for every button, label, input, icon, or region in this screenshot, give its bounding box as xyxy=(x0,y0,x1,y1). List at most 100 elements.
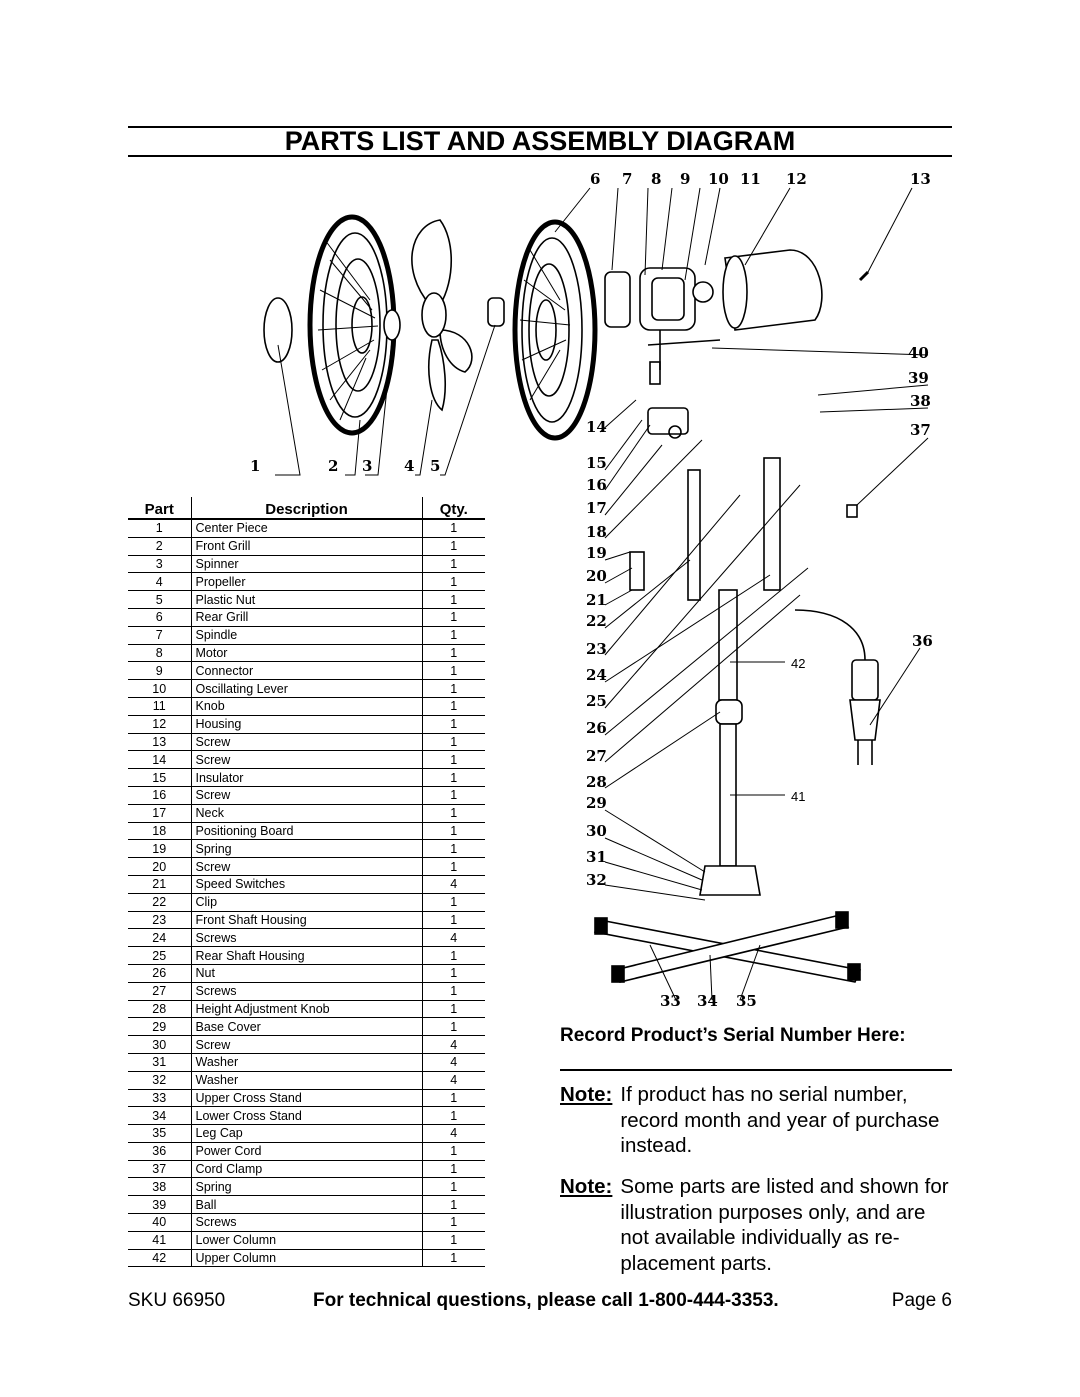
part-number-cell: 9 xyxy=(128,661,191,681)
description-cell: Spinner xyxy=(190,555,422,574)
callout-label: 25 xyxy=(586,692,607,710)
column-header-qty: Qty. xyxy=(421,497,485,520)
callout-label: 1 xyxy=(250,457,260,475)
callout-label: 29 xyxy=(586,794,607,812)
qty-cell: 1 xyxy=(421,768,485,787)
note-label: Note: xyxy=(560,1175,613,1198)
qty-cell: 1 xyxy=(421,1089,485,1108)
description-cell: Connector xyxy=(190,661,422,681)
propeller-drawing xyxy=(411,219,473,412)
qty-cell: 4 xyxy=(421,1071,485,1090)
description-cell: Lower Column xyxy=(190,1231,422,1250)
callout-label: 15 xyxy=(586,454,607,472)
qty-cell: 1 xyxy=(421,626,485,645)
qty-cell: 1 xyxy=(421,555,485,574)
description-cell: Screw xyxy=(190,857,422,876)
callout-label: 8 xyxy=(651,170,661,188)
part-number-cell: 32 xyxy=(128,1071,191,1090)
description-cell: Screws xyxy=(190,928,422,948)
callout-label: 33 xyxy=(660,992,681,1010)
plastic-nut-drawing xyxy=(487,297,505,327)
qty-cell: 1 xyxy=(421,822,485,841)
description-cell: Ball xyxy=(190,1195,422,1215)
description-cell: Nut xyxy=(190,964,422,983)
part-number-cell: 4 xyxy=(128,572,191,592)
description-cell: Speed Switches xyxy=(190,875,422,894)
qty-cell: 1 xyxy=(421,572,485,592)
callout-label: 39 xyxy=(908,369,929,387)
callout-label: 14 xyxy=(586,418,607,436)
part-number-cell: 25 xyxy=(128,946,191,965)
column-header-description: Description xyxy=(190,497,422,520)
part-number-cell: 40 xyxy=(128,1213,191,1232)
title-rule-bottom xyxy=(128,155,952,157)
qty-cell: 1 xyxy=(421,1213,485,1232)
description-cell: Plastic Nut xyxy=(190,590,422,609)
center-piece-drawing xyxy=(263,297,293,363)
cross-stand-drawing xyxy=(593,911,862,983)
callout-label: 17 xyxy=(586,499,607,517)
part-number-cell: 8 xyxy=(128,644,191,663)
footer-sku: SKU 66950 xyxy=(128,1290,226,1311)
front-grill-drawing xyxy=(307,214,397,436)
callout-label: 22 xyxy=(586,612,607,630)
description-cell: Screws xyxy=(190,982,422,1001)
part-number-cell: 23 xyxy=(128,911,191,930)
qty-cell: 1 xyxy=(421,519,485,538)
description-cell: Cord Clamp xyxy=(190,1160,422,1179)
qty-cell: 1 xyxy=(421,537,485,556)
part-number-cell: 34 xyxy=(128,1106,191,1126)
callout-label: 32 xyxy=(586,871,607,889)
callout-label: 7 xyxy=(622,170,632,188)
qty-cell: 1 xyxy=(421,715,485,734)
part-number-cell: 35 xyxy=(128,1124,191,1143)
callout-label: 27 xyxy=(586,747,607,765)
note-label: Note: xyxy=(560,1083,613,1106)
rear-grill-drawing xyxy=(512,219,598,441)
callout-label: 6 xyxy=(590,170,600,188)
part-number-cell: 6 xyxy=(128,608,191,627)
title-rule-top xyxy=(128,126,952,128)
page-footer: SKU 66950 For technical questions, pleas… xyxy=(128,1290,952,1316)
description-cell: Washer xyxy=(190,1053,422,1072)
record-serial-heading: Record Product’s Serial Number Here: xyxy=(560,1025,906,1046)
part-number-cell: 2 xyxy=(128,537,191,556)
part-number-cell: 33 xyxy=(128,1089,191,1108)
callout-label: 34 xyxy=(697,992,718,1010)
part-number-cell: 30 xyxy=(128,1035,191,1054)
part-number-cell: 22 xyxy=(128,893,191,912)
qty-cell: 1 xyxy=(421,608,485,627)
part-number-cell: 41 xyxy=(128,1231,191,1250)
description-cell: Positioning Board xyxy=(190,822,422,841)
part-number-cell: 37 xyxy=(128,1160,191,1179)
callout-label: 24 xyxy=(586,666,607,684)
front-shaft-housing-drawing xyxy=(687,469,701,601)
qty-cell: 1 xyxy=(421,893,485,912)
callout-label: 10 xyxy=(708,170,729,188)
column-header-part: Part xyxy=(128,497,191,520)
neck-drawing xyxy=(647,361,689,439)
callout-label: 3 xyxy=(362,457,372,475)
table-header-row: Part Description Qty. xyxy=(128,497,485,520)
qty-cell: 1 xyxy=(421,1231,485,1250)
callout-label: 16 xyxy=(586,476,607,494)
